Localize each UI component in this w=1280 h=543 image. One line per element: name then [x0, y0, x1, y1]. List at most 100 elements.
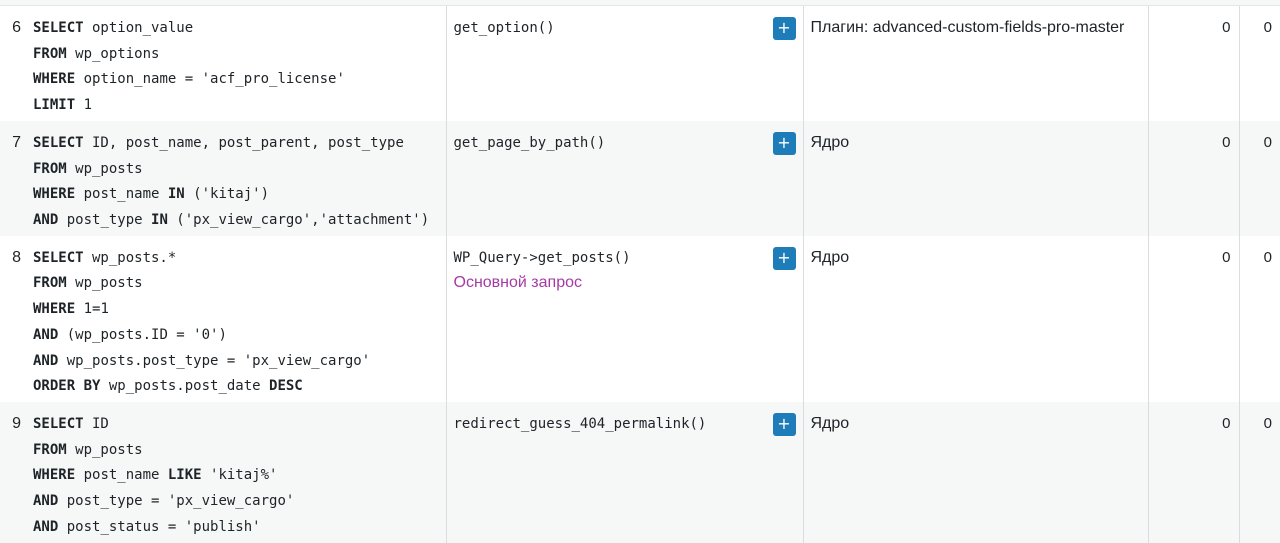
- query-number: 8: [12, 248, 21, 266]
- sql-text: wp_options: [66, 45, 160, 62]
- sql-text: ID, post_name, post_parent, post_type: [83, 135, 404, 151]
- query-row: 7 SELECT ID, post_name, post_parent, post…: [0, 121, 1280, 236]
- sql-keyword: AND: [33, 352, 59, 369]
- query-component: Плагин: advanced-custom-fields-pro-maste…: [803, 6, 1149, 121]
- query-component: Ядро: [803, 235, 1149, 402]
- sql-text: wp_posts.*: [83, 249, 177, 266]
- sql-text: option_name = 'acf_pro_license': [75, 71, 345, 88]
- query-rows-count: 0: [1148, 401, 1240, 543]
- sql-text: wp_posts.post_type = 'px_view_cargo': [58, 352, 371, 369]
- sql-line: LIMIT 1: [33, 95, 446, 121]
- sql-keyword: LIKE: [167, 467, 202, 484]
- sql-text: ('px_view_cargo','attachment'): [167, 212, 430, 229]
- query-caller: get_page_by_path() +: [446, 121, 804, 236]
- main-query-label: Основной запрос: [453, 274, 583, 292]
- sql-keyword: SELECT: [33, 135, 84, 151]
- expand-caller-button[interactable]: +: [772, 132, 796, 155]
- sql-line: ORDER BY wp_posts.post_date DESC: [33, 376, 446, 402]
- caller-function: redirect_guess_404_permalink(): [453, 415, 707, 432]
- sql-line: FROM wp_options: [33, 44, 446, 70]
- sql-text: (wp_posts.ID = '0'): [58, 326, 227, 343]
- sql-line: AND post_status = 'publish': [33, 517, 446, 543]
- sql-line: WHERE post_name LIKE 'kitaj%': [33, 465, 446, 491]
- query-caller: WP_Query->get_posts()Основной запрос+: [446, 235, 804, 402]
- sql-text: wp_posts: [66, 441, 143, 458]
- sql-keyword: WHERE: [33, 467, 76, 484]
- sql-text: 1: [75, 97, 93, 114]
- caller-function: get_option(): [453, 20, 555, 36]
- sql-keyword: ORDER BY: [33, 378, 101, 395]
- sql-keyword: LIMIT: [33, 97, 76, 114]
- expand-caller-button[interactable]: +: [772, 412, 796, 436]
- sql-text: post_name: [75, 186, 168, 203]
- query-time: 0: [1263, 248, 1272, 266]
- sql-keyword: FROM: [33, 160, 67, 177]
- sql-text: wp_posts: [66, 275, 143, 292]
- sql-keyword: WHERE: [33, 301, 76, 318]
- sql-line: SELECT ID, post_name, post_parent, post_…: [33, 133, 446, 159]
- sql-line: AND post_type = 'px_view_cargo': [33, 491, 446, 517]
- sql-keyword: AND: [33, 212, 59, 229]
- query-rows-count: 0: [1148, 235, 1240, 402]
- query-sql: SELECT ID, post_name, post_parent, post_…: [27, 121, 447, 236]
- sql-keyword: IN: [151, 212, 168, 229]
- sql-keyword: FROM: [33, 441, 67, 458]
- sql-keyword: DESC: [269, 378, 303, 395]
- sql-line: WHERE option_name = 'acf_pro_license': [33, 69, 446, 95]
- sql-line: SELECT wp_posts.*: [33, 248, 446, 274]
- sql-keyword: SELECT: [33, 20, 84, 36]
- sql-keyword: WHERE: [33, 71, 76, 88]
- sql-text: 'kitaj%': [201, 467, 278, 484]
- query-rows-count: 0: [1148, 121, 1240, 236]
- query-component: Ядро: [803, 121, 1149, 236]
- sql-line: AND (wp_posts.ID = '0'): [33, 325, 446, 351]
- sql-line: WHERE post_name IN ('kitaj'): [33, 184, 446, 210]
- query-number: 7: [12, 134, 21, 151]
- sql-line: WHERE 1=1: [33, 299, 446, 325]
- sql-keyword: FROM: [33, 275, 67, 292]
- query-number: 9: [12, 414, 21, 432]
- sql-text: option_value: [83, 20, 194, 36]
- sql-line: AND post_type IN ('px_view_cargo','attac…: [33, 210, 446, 236]
- sql-text: wp_posts.post_date: [100, 378, 270, 395]
- sql-keyword: AND: [33, 492, 59, 509]
- sql-line: FROM wp_posts: [33, 159, 446, 185]
- query-time: 0: [1263, 134, 1272, 151]
- sql-keyword: SELECT: [33, 249, 84, 266]
- query-caller: get_option() +: [446, 6, 804, 121]
- sql-text: 1=1: [75, 301, 109, 318]
- query-number: 6: [12, 19, 21, 36]
- query-caller: redirect_guess_404_permalink() +: [446, 401, 804, 543]
- sql-line: FROM wp_posts: [33, 273, 446, 299]
- query-time: 0: [1263, 19, 1272, 36]
- table-top-edge: [0, 0, 1280, 6]
- sql-keyword: FROM: [33, 45, 67, 62]
- expand-caller-button[interactable]: +: [772, 246, 796, 270]
- sql-text: post_status = 'publish': [58, 518, 261, 535]
- sql-text: post_type = 'px_view_cargo': [58, 492, 295, 509]
- sql-line: FROM wp_posts: [33, 440, 446, 466]
- query-component: Ядро: [803, 401, 1149, 543]
- sql-line: SELECT option_value: [33, 18, 446, 44]
- sql-keyword: AND: [33, 518, 59, 535]
- sql-keyword: IN: [167, 186, 185, 203]
- sql-keyword: AND: [33, 326, 59, 343]
- sql-line: AND wp_posts.post_type = 'px_view_cargo': [33, 351, 446, 377]
- sql-text: ID: [83, 415, 109, 432]
- sql-line: SELECT ID: [33, 414, 446, 440]
- sql-text: post_name: [75, 467, 168, 484]
- sql-keyword: WHERE: [33, 186, 76, 203]
- sql-keyword: SELECT: [33, 415, 84, 432]
- caller-function: get_page_by_path(): [453, 135, 606, 151]
- sql-text: post_type: [58, 212, 152, 229]
- expand-caller-button[interactable]: +: [772, 17, 796, 40]
- query-rows-count: 0: [1148, 6, 1240, 121]
